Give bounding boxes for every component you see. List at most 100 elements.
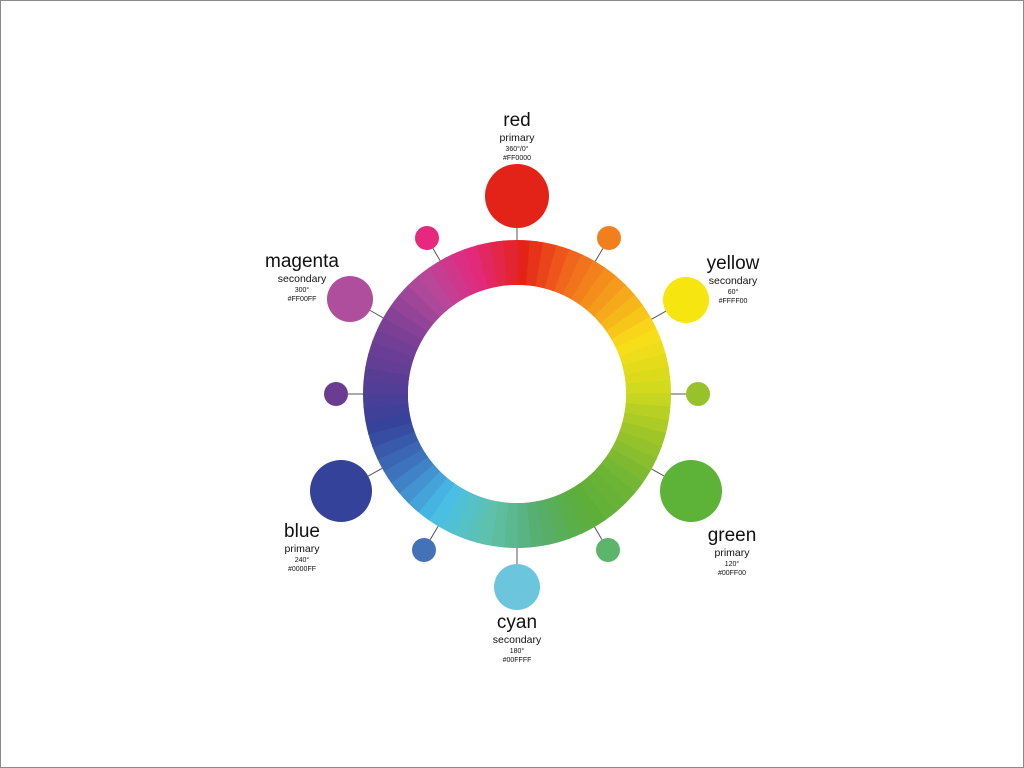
swatch-spring-green [596,538,620,562]
ring-segment [428,260,463,305]
swatch-cyan [494,564,540,610]
ring-segment [451,492,481,539]
swatch-violet [324,382,348,406]
connector-line [367,467,383,477]
connector-line [651,468,665,477]
ring-segment [586,275,627,318]
ring-segment [619,340,666,367]
ring-segment [489,501,508,548]
ring-segment [579,477,617,521]
color-name: cyan [496,612,538,633]
ring-segment [428,483,463,528]
ring-segment [562,254,595,300]
color-name: yellow [706,253,760,274]
ring-segment [489,240,508,287]
ring-segment [624,366,671,385]
swatch-magenta [327,276,373,322]
ring-segment [625,379,671,395]
connector-line [429,526,439,540]
ring-segment [593,463,636,504]
connector-line [369,309,384,319]
connector-line [594,526,603,540]
ring-segment [600,456,644,494]
ring-segment [451,249,481,296]
swatch-green [660,460,722,522]
swatch-blue [310,460,372,522]
ring-segment [606,448,651,483]
color-role: secondary [492,634,542,646]
color-name: green [707,525,757,546]
ring-segment [363,366,410,385]
ring-segment [365,353,412,376]
color-name: magenta [265,251,339,272]
ring-segment [593,284,636,325]
color-role: secondary [277,273,327,285]
swatch-red [485,164,549,228]
ring-segment [615,430,662,460]
ring-segment [363,403,410,422]
ring-segment [553,249,583,296]
color-name: blue [284,521,320,542]
connectors [348,228,686,564]
ring-segment [535,499,558,546]
color-hex: #FF00FF [287,295,317,303]
ring-segment [615,328,662,358]
connector-line [432,248,441,261]
ring-segment [439,488,472,534]
ring-segment [368,340,415,367]
ring-segment [463,496,490,543]
ring-segment [372,328,419,358]
ring-segment [377,316,423,349]
ring-segment [619,421,666,448]
ring-segment [439,254,472,300]
ring-segment [611,439,657,472]
label-blue: blue primary 240° #0000FF [284,522,320,575]
hue-ring [362,240,671,548]
ring-segment [600,294,644,332]
ring-segment [377,439,423,472]
ring-segment [417,267,455,311]
color-hex: #FFFF00 [718,297,748,305]
swatch-chartreuse [686,382,710,406]
ring-segment [407,470,448,513]
color-role: primary [714,547,750,559]
ring-segment [476,499,499,546]
ring-segment [365,412,412,435]
swatch-rose [415,226,439,250]
ring-segment [476,242,499,289]
color-role: primary [499,132,535,144]
color-role: secondary [708,275,758,287]
color-degree: 60° [727,288,739,296]
label-green: green primary 120° #00FF00 [708,526,757,579]
swatch-orange [597,226,621,250]
color-degree: 240° [294,556,310,564]
ring-segment [624,403,671,422]
ring-segment [368,421,415,448]
ring-segment [586,470,627,513]
ring-segment [383,305,428,340]
ring-segment [390,294,434,332]
color-degree: 180° [509,647,525,655]
ring-segment [372,430,419,460]
ring-segment [562,488,595,534]
ring-segment [544,245,571,292]
swatch-azure [412,538,436,562]
ring-segment [571,483,606,528]
ring-segment [622,412,669,435]
color-hex: #00FF00 [717,569,747,577]
label-magenta: magenta secondary 300° #FF00FF [265,252,339,305]
connector-line [594,248,604,262]
ring-segment [535,242,558,289]
color-hex: #00FFFF [502,656,532,664]
label-yellow: yellow secondary 60° #FFFF00 [707,254,760,307]
connector-line [651,310,667,320]
ring-segment [502,240,518,286]
ring-segment [571,260,606,305]
color-hex: #FF0000 [502,154,532,162]
ring-segment [622,353,669,376]
ring-segment [526,501,545,548]
color-name: red [503,110,531,131]
label-cyan: cyan secondary 180° #00FFFF [493,613,541,666]
label-red: red primary 360°/0° #FF0000 [499,111,534,164]
